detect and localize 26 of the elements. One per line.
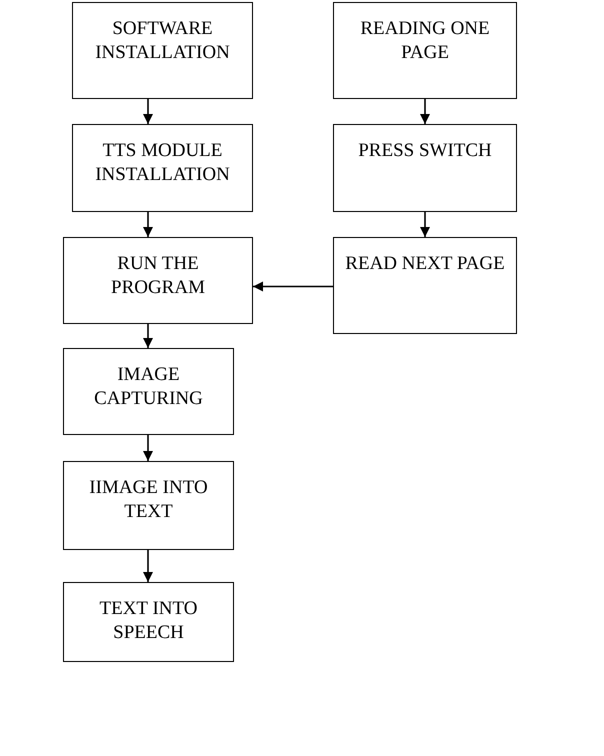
step-label: TEXT INTO SPEECH bbox=[98, 597, 198, 645]
arrow bbox=[420, 99, 430, 124]
step-label: READING ONE PAGE bbox=[359, 17, 491, 65]
arrow bbox=[420, 212, 430, 237]
process-box bbox=[63, 348, 234, 435]
arrow bbox=[143, 212, 153, 237]
step-label: RUN THE PROGRAM bbox=[110, 252, 206, 300]
step-label: IMAGE CAPTURING bbox=[93, 363, 204, 411]
process-box bbox=[333, 124, 517, 212]
process-box bbox=[333, 237, 517, 334]
arrow bbox=[143, 435, 153, 461]
process-box bbox=[63, 582, 234, 662]
arrow bbox=[143, 99, 153, 124]
process-box bbox=[72, 2, 253, 99]
process-box bbox=[333, 2, 517, 99]
arrow bbox=[143, 324, 153, 348]
step-label: IIMAGE INTO TEXT bbox=[88, 476, 209, 524]
arrow bbox=[253, 282, 333, 292]
step-label: TTS MODULE INSTALLATION bbox=[94, 139, 231, 187]
process-box bbox=[63, 461, 234, 550]
arrow bbox=[143, 550, 153, 582]
process-box bbox=[63, 237, 253, 324]
step-label: READ NEXT PAGE bbox=[344, 252, 506, 276]
step-label: PRESS SWITCH bbox=[357, 139, 493, 163]
process-box bbox=[72, 124, 253, 212]
step-label: SOFTWARE INSTALLATION bbox=[94, 17, 231, 65]
